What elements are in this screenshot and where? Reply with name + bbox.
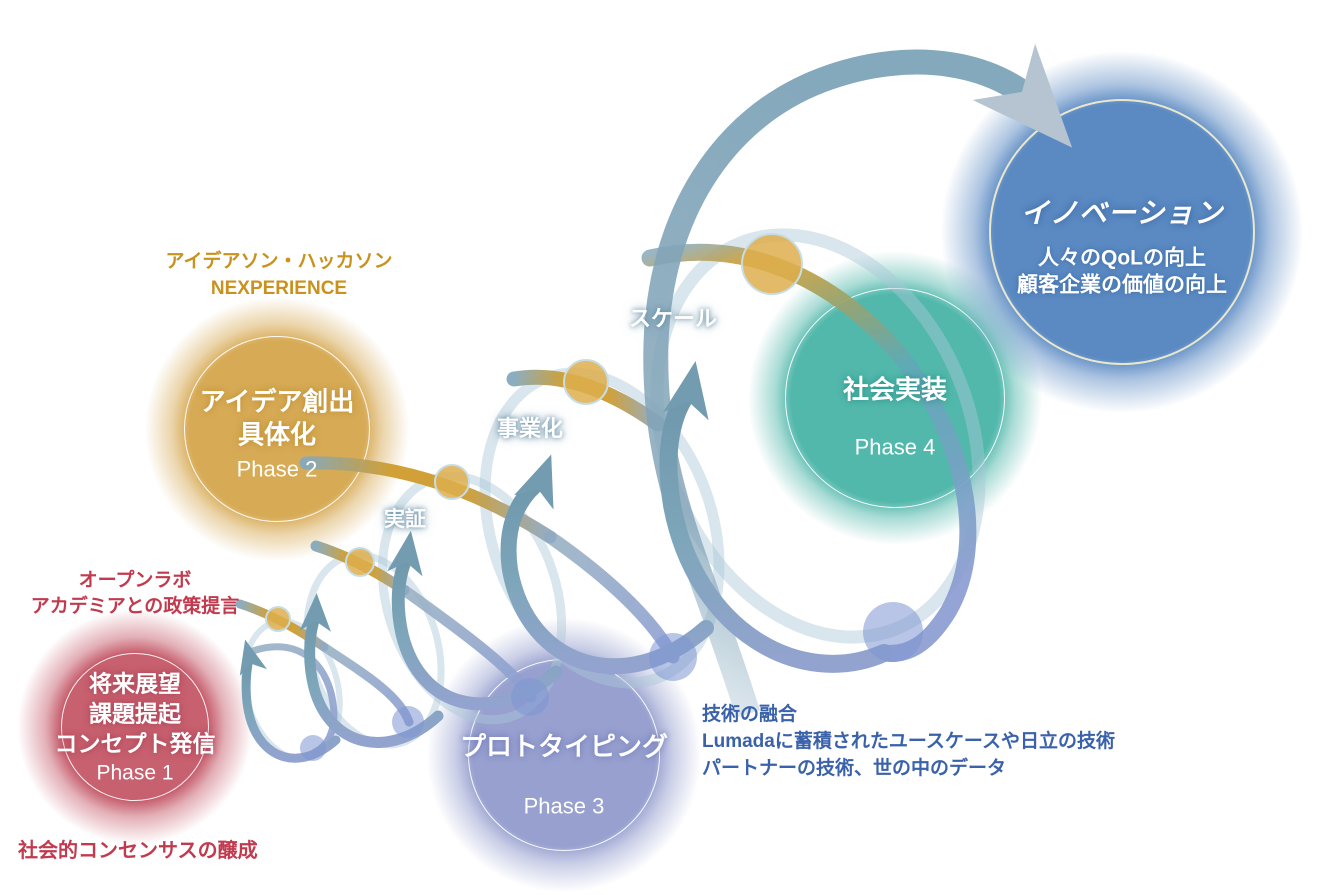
phase-3-title-line: プロトタイピング bbox=[459, 731, 669, 762]
note-technology-line: 技術の融合 bbox=[702, 704, 798, 725]
note-ideathon-hackathon: アイデアソン・ハッカソン NEXPERIENCE bbox=[165, 248, 392, 302]
step-label-commercialization: 事業化 bbox=[496, 416, 564, 441]
innovation-goal-line: 顧客企業の価値の向上 bbox=[1017, 273, 1227, 297]
note-open-lab-line: オープンラボ bbox=[78, 570, 192, 591]
note-technology-line: Lumadaに蓄積されたユースケースや日立の技術 bbox=[702, 731, 1115, 752]
note-social-consensus-line: 社会的コンセンサスの醸成 bbox=[18, 840, 258, 862]
phase-2-ring bbox=[184, 336, 370, 522]
phase-1-title-line: コンセプト発信 bbox=[54, 730, 216, 757]
note-open-lab: オープンラボ アカデミアとの政策提言 bbox=[31, 568, 239, 620]
phase-4-label: Phase 4 bbox=[854, 434, 936, 460]
note-social-consensus: 社会的コンセンサスの醸成 bbox=[18, 834, 258, 863]
phase-1-text: 将来展望 課題提起 コンセプト発信 Phase 1 bbox=[55, 669, 216, 786]
note-technology-fusion: 技術の融合 Lumadaに蓄積されたユースケースや日立の技術 パートナーの技術、… bbox=[702, 701, 1115, 782]
innovation-goal-title: イノベーション bbox=[1020, 197, 1224, 229]
innovation-goal-line: 人々のQoLの向上 bbox=[1038, 246, 1206, 270]
phase-2-title-line: 具体化 bbox=[237, 419, 317, 450]
phase-1-title-line: 課題提起 bbox=[89, 700, 181, 727]
note-technology-line: パートナーの技術、世の中のデータ bbox=[702, 758, 1007, 779]
step-label-scale: スケール bbox=[628, 306, 718, 331]
note-open-lab-line: アカデミアとの政策提言 bbox=[30, 596, 240, 617]
innovation-goal-text: イノベーション 人々のQoLの向上 顧客企業の価値の向上 bbox=[1017, 192, 1227, 299]
phase-2-title-line: アイデア創出 bbox=[199, 386, 355, 417]
phase-3-label: Phase 3 bbox=[523, 793, 605, 819]
phase-3-text: プロトタイピング Phase 3 bbox=[460, 727, 668, 820]
phase-1-circle bbox=[15, 607, 255, 847]
note-ideathon-line: アイデアソン・ハッカソン bbox=[165, 251, 393, 272]
phase-1-ring bbox=[61, 653, 209, 801]
phase-1-title-line: 将来展望 bbox=[89, 670, 181, 697]
phase-2-label: Phase 2 bbox=[236, 456, 318, 482]
note-ideathon-line: NEXPERIENCE bbox=[210, 278, 348, 299]
phase-4-text: 社会実装 Phase 4 bbox=[843, 370, 947, 461]
step-label-validation: 実証 bbox=[384, 508, 426, 531]
phase-4-title-line: 社会実装 bbox=[842, 374, 948, 405]
phase-2-text: アイデア創出 具体化 Phase 2 bbox=[200, 386, 355, 483]
phase-1-label: Phase 1 bbox=[96, 761, 174, 785]
